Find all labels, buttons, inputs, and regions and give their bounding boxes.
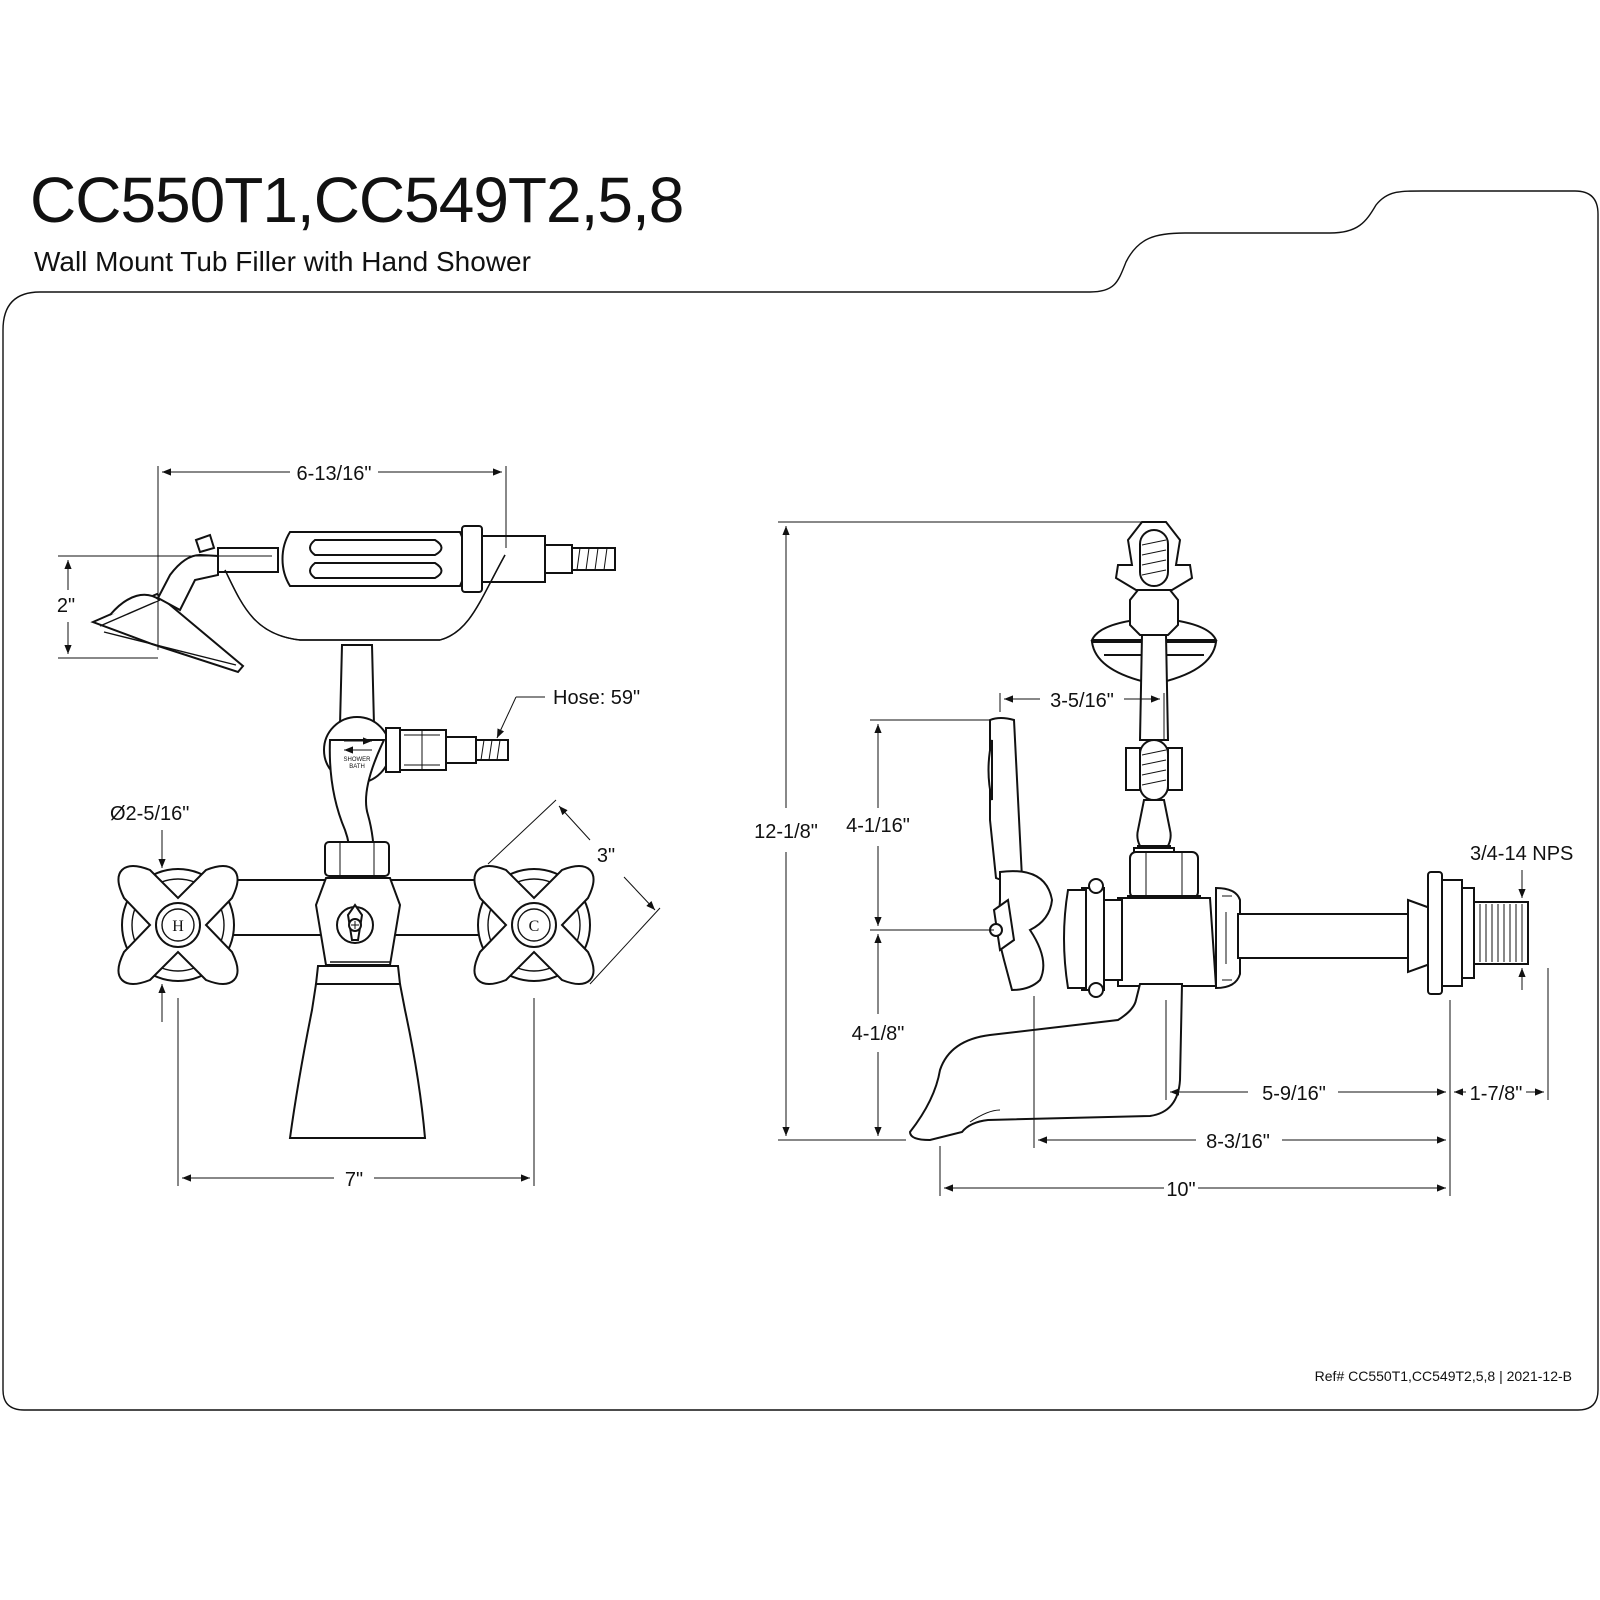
dim-spout-reach: 5-9/16": [1165, 1000, 1446, 1105]
hand-shower-side: [1090, 521, 1218, 855]
diverter-label-bath: BATH: [349, 764, 365, 770]
reference-number: Ref# CC550T1,CC549T2,5,8 | 2021-12-B: [1315, 1368, 1572, 1384]
dim-label-handle-offset: 3": [597, 845, 615, 867]
page-subtitle: Wall Mount Tub Filler with Hand Shower: [34, 246, 531, 277]
dim-label-body-reach: 8-3/16": [1206, 1131, 1270, 1153]
dim-label-overall-depth: 10": [1166, 1179, 1195, 1201]
dim-body-reach: 8-3/16": [1033, 996, 1446, 1153]
dim-label-handle-to-cradle: 3-5/16": [1050, 690, 1114, 712]
dim-overall-height: 12-1/8": [754, 521, 1142, 1141]
dim-label-thread-length: 1-7/8": [1470, 1083, 1523, 1105]
dim-handshower-width: 6-13/16": [157, 463, 507, 650]
dim-overall-depth: 10": [939, 1146, 1446, 1201]
front-view: SHOWER BATH: [57, 463, 661, 1191]
hand-shower-front: [90, 525, 616, 674]
lever-handle-side: [987, 717, 1054, 992]
dim-label-upper-height: 4-1/16": [846, 815, 910, 837]
page-title: CC550T1,CC549T2,5,8: [30, 164, 684, 236]
dim-center-spacing: 7": [177, 998, 535, 1191]
dim-label-overall-height: 12-1/8": [754, 821, 818, 843]
dim-thread-length: 1-7/8": [1454, 1083, 1544, 1105]
faucet-body-side: [908, 851, 1529, 1142]
dim-stacked-heights: 4-1/16" 4-1/8": [846, 719, 994, 1136]
dim-handle-to-cradle: 3-5/16": [999, 690, 1165, 740]
riser-diverter-front: SHOWER BATH: [323, 644, 509, 901]
dim-connection: 3/4-14 NPS: [1470, 843, 1573, 990]
hot-handle-front: H: [117, 865, 239, 985]
faucet-body-front: [199, 877, 501, 1139]
hot-indicator: H: [172, 918, 184, 935]
hose-length-label: Hose: 59": [553, 687, 640, 709]
dim-handle-diameter: Ø2-5/16": [110, 803, 189, 1022]
side-view: 12-1/8" 3-5/16" 4-1/16" 4-1/8" 3/4-14 NP…: [754, 521, 1573, 1201]
connection-size-label: 3/4-14 NPS: [1470, 843, 1573, 865]
dim-handshower-height: 2": [57, 555, 272, 659]
dim-label-lower-height: 4-1/8": [852, 1023, 905, 1045]
dim-label-spout-reach: 5-9/16": [1262, 1083, 1326, 1105]
dim-label-handshower-width: 6-13/16": [297, 463, 372, 485]
cold-indicator: C: [529, 918, 540, 935]
dim-label-handshower-height: 2": [57, 595, 75, 617]
dim-label-center-spacing: 7": [345, 1169, 363, 1191]
dim-label-handle-diameter: Ø2-5/16": [110, 803, 189, 825]
dim-handle-offset: 3": [487, 799, 661, 985]
cold-handle-front: C: [473, 865, 595, 985]
drawing-border: [2, 190, 1599, 1411]
diverter-label-shower: SHOWER: [344, 757, 372, 763]
hose-callout: Hose: 59": [496, 687, 640, 739]
